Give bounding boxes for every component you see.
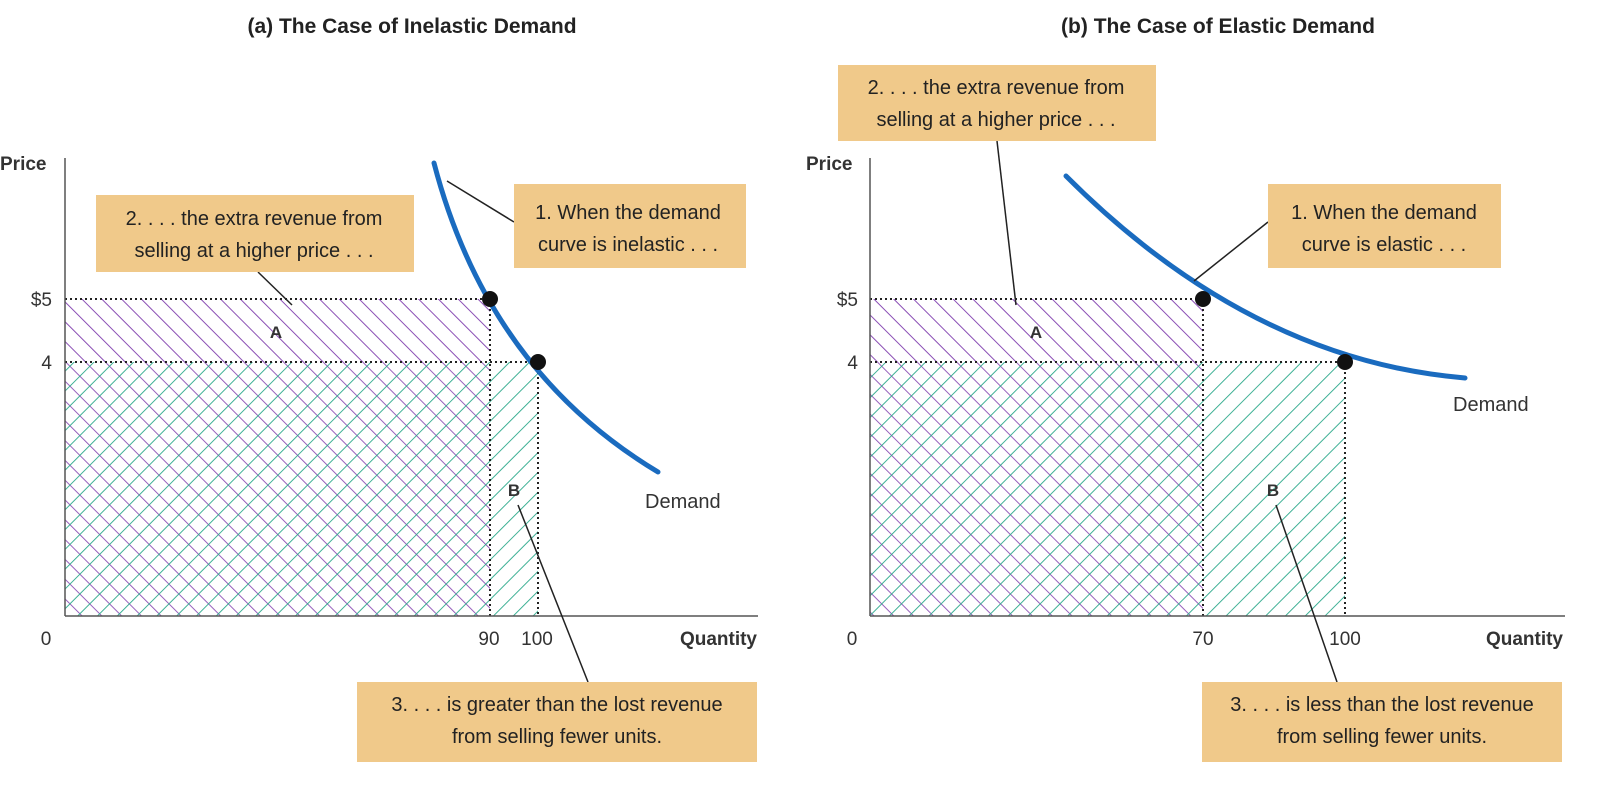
panel-a-leader-3 <box>517 504 589 683</box>
panel-b-demand-label: Demand <box>1453 394 1529 416</box>
panel-b: (b) The Case of Elastic Demand Price Qua… <box>806 15 1565 762</box>
panel-a-note-1-line-1: 1. When the demand <box>535 202 721 224</box>
panel-a-note-2-line-1: 2. . . . the extra revenue from <box>126 208 383 230</box>
panel-b-area-a-label: A <box>1030 323 1042 342</box>
panel-b-note-2: 2. . . . the extra revenue from selling … <box>838 65 1156 141</box>
panel-a-title: (a) The Case of Inelastic Demand <box>247 15 576 38</box>
panel-b-note-3-line-2: from selling fewer units. <box>1277 726 1487 748</box>
panel-b-title: (b) The Case of Elastic Demand <box>1061 15 1375 38</box>
panel-b-y-axis-title: Price <box>806 154 852 175</box>
panel-a-ytick-4: 4 <box>41 353 52 374</box>
panel-b-note-1-line-2: curve is elastic . . . <box>1302 234 1467 256</box>
panel-a-xtick-100: 100 <box>521 629 553 650</box>
panel-a-note-3: 3. . . . is greater than the lost revenu… <box>357 682 757 762</box>
panel-b-leader-2 <box>996 140 1017 306</box>
panel-b-xtick-0: 0 <box>847 629 858 650</box>
panel-b-point-70-5 <box>1195 291 1211 307</box>
panel-a-y-axis-title: Price <box>0 154 46 175</box>
panel-b-note-1-line-1: 1. When the demand <box>1291 202 1477 224</box>
panel-a-leader-1 <box>446 180 515 223</box>
panel-a-demand-curve <box>431 160 661 475</box>
panel-a-note-2-line-2: selling at a higher price . . . <box>134 240 373 262</box>
panel-b-xtick-100: 100 <box>1329 629 1361 650</box>
panel-b-area-b-label: B <box>1267 481 1279 500</box>
panel-b-note-3-line-1: 3. . . . is less than the lost revenue <box>1230 694 1534 716</box>
panel-a-xtick-90: 90 <box>478 629 499 650</box>
panel-b-point-100-4 <box>1337 354 1353 370</box>
panel-b-area-b <box>1203 362 1345 616</box>
panel-b-note-1: 1. When the demand curve is elastic . . … <box>1268 184 1501 268</box>
panel-a-point-100-4 <box>530 354 546 370</box>
panel-a-ytick-5: $5 <box>31 290 52 311</box>
panel-b-demand-curve <box>1063 173 1468 381</box>
panel-a-note-1: 1. When the demand curve is inelastic . … <box>514 184 746 268</box>
panel-a-leader-2 <box>257 271 293 306</box>
panel-b-area-common-green <box>870 362 1203 616</box>
panel-b-ytick-4: 4 <box>847 353 858 374</box>
panel-b-note-2-line-2: selling at a higher price . . . <box>876 109 1115 131</box>
panel-a-area-b-label: B <box>508 481 520 500</box>
panel-a-note-1-line-2: curve is inelastic . . . <box>538 234 718 256</box>
panel-a-x-axis-title: Quantity <box>680 629 757 650</box>
panel-b-leader-1 <box>1193 221 1269 282</box>
panel-b-note-2-line-1: 2. . . . the extra revenue from <box>868 77 1125 99</box>
panel-a: (a) The Case of Inelastic Demand Price Q… <box>0 15 758 762</box>
panel-a-xtick-0: 0 <box>41 629 52 650</box>
panel-a-area-common-green <box>65 362 490 616</box>
panel-b-leader-3 <box>1275 504 1338 683</box>
panel-a-note-3-line-2: from selling fewer units. <box>452 726 662 748</box>
panel-b-x-axis-title: Quantity <box>1486 629 1563 650</box>
panel-a-area-b <box>490 362 538 616</box>
panel-a-note-2: 2. . . . the extra revenue from selling … <box>96 195 414 272</box>
panel-a-area-a-label: A <box>270 323 282 342</box>
panel-a-area-a <box>65 299 490 362</box>
panel-b-area-a <box>870 299 1203 362</box>
panel-b-xtick-70: 70 <box>1192 629 1213 650</box>
panel-b-note-3: 3. . . . is less than the lost revenue f… <box>1202 682 1562 762</box>
panel-a-demand-label: Demand <box>645 491 721 513</box>
panel-b-ytick-5: $5 <box>837 290 858 311</box>
panel-a-note-3-line-1: 3. . . . is greater than the lost revenu… <box>391 694 722 716</box>
panel-a-point-90-5 <box>482 291 498 307</box>
